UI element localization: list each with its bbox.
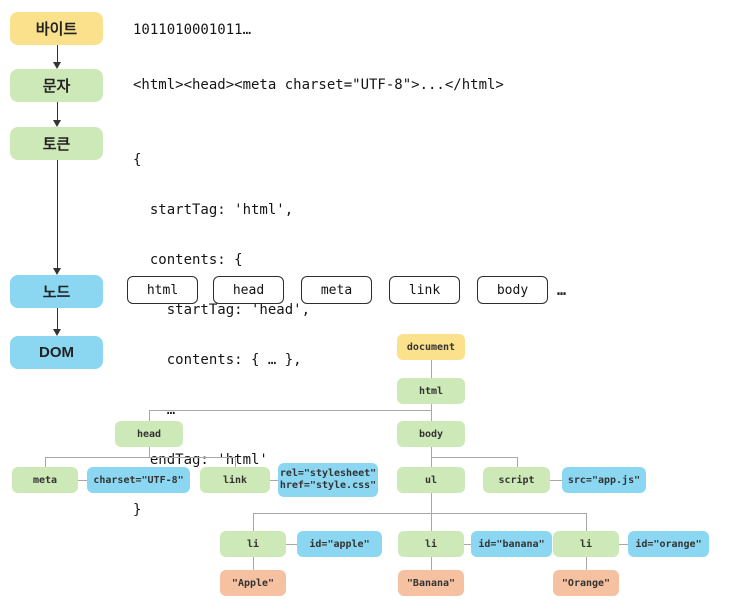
node-box-meta: meta bbox=[301, 276, 372, 304]
dom-node-ul: ul bbox=[397, 467, 465, 493]
token-line: } bbox=[133, 502, 142, 518]
tree-connector bbox=[586, 513, 587, 531]
tree-connector bbox=[270, 480, 278, 481]
dom-attr-id-orange: id="orange" bbox=[628, 531, 709, 557]
node-box-link: link bbox=[389, 276, 460, 304]
dom-node-meta: meta bbox=[12, 467, 78, 493]
tree-connector bbox=[253, 513, 586, 514]
dom-node-script: script bbox=[483, 467, 550, 493]
tree-connector bbox=[431, 557, 432, 570]
dom-node-document: document bbox=[397, 334, 465, 360]
dom-text-banana: "Banana" bbox=[398, 570, 464, 596]
token-line: endTag: 'html' bbox=[133, 452, 268, 468]
arrow-down-icon bbox=[53, 62, 61, 69]
flow-arrow-line bbox=[57, 45, 58, 62]
tree-connector bbox=[149, 447, 150, 457]
dom-node-li-1: li bbox=[220, 531, 286, 557]
arrow-down-icon bbox=[53, 120, 61, 127]
flow-step-dom: DOM bbox=[10, 336, 103, 369]
token-line: startTag: 'html', bbox=[133, 202, 294, 218]
tree-connector bbox=[253, 557, 254, 570]
dom-node-html: html bbox=[397, 378, 465, 404]
dom-attr-charset: charset="UTF-8" bbox=[87, 467, 190, 493]
node-box-body: body bbox=[477, 276, 548, 304]
token-line: contents: { … }, bbox=[133, 352, 302, 368]
tree-connector bbox=[431, 404, 432, 421]
flow-arrow-line bbox=[57, 308, 58, 329]
token-object-text: { startTag: 'html', contents: { startTag… bbox=[133, 119, 310, 551]
tree-connector bbox=[431, 360, 432, 378]
flow-step-characters: 문자 bbox=[10, 69, 103, 102]
dom-node-body: body bbox=[397, 421, 465, 447]
tree-connector bbox=[149, 410, 431, 411]
tree-connector bbox=[235, 457, 236, 467]
char-stream-text: <html><head><meta charset="UTF-8">...</h… bbox=[133, 77, 504, 93]
node-box-html: html bbox=[127, 276, 198, 304]
arrow-down-icon bbox=[53, 329, 61, 336]
token-line: startTag: 'head', bbox=[133, 302, 311, 318]
tree-connector bbox=[619, 544, 628, 545]
tree-connector bbox=[45, 457, 235, 458]
tree-connector bbox=[431, 457, 517, 458]
dom-node-li-2: li bbox=[398, 531, 464, 557]
flow-arrow-line bbox=[57, 102, 58, 120]
dom-node-li-3: li bbox=[553, 531, 619, 557]
token-line: contents: { bbox=[133, 252, 243, 268]
dom-attr-id-apple: id="apple" bbox=[297, 531, 382, 557]
dom-node-head: head bbox=[115, 421, 183, 447]
byte-stream-text: 1011010001011… bbox=[133, 22, 252, 38]
tree-connector bbox=[149, 410, 150, 421]
tree-connector bbox=[586, 557, 587, 570]
dom-attr-id-banana: id="banana" bbox=[471, 531, 552, 557]
tree-connector bbox=[431, 513, 432, 531]
tree-connector bbox=[286, 544, 297, 545]
tree-connector bbox=[45, 457, 46, 467]
tree-connector bbox=[78, 480, 87, 481]
dom-node-link: link bbox=[200, 467, 270, 493]
tree-connector bbox=[431, 493, 432, 513]
dom-attr-src: src="app.js" bbox=[562, 467, 646, 493]
tree-connector bbox=[464, 544, 471, 545]
tree-connector bbox=[550, 480, 562, 481]
token-line: { bbox=[133, 152, 142, 168]
flow-step-nodes: 노드 bbox=[10, 275, 103, 308]
dom-text-orange: "Orange" bbox=[553, 570, 619, 596]
dom-attr-rel-href: rel="stylesheet" href="style.css" bbox=[278, 463, 378, 497]
flow-arrow-line bbox=[57, 160, 58, 268]
flow-step-bytes: 바이트 bbox=[10, 12, 103, 45]
node-box-head: head bbox=[213, 276, 284, 304]
tree-connector bbox=[517, 457, 518, 467]
dom-text-apple: "Apple" bbox=[220, 570, 286, 596]
node-row-ellipsis: … bbox=[557, 281, 567, 299]
arrow-down-icon bbox=[53, 268, 61, 275]
tree-connector bbox=[253, 513, 254, 531]
flow-step-tokens: 토큰 bbox=[10, 127, 103, 160]
